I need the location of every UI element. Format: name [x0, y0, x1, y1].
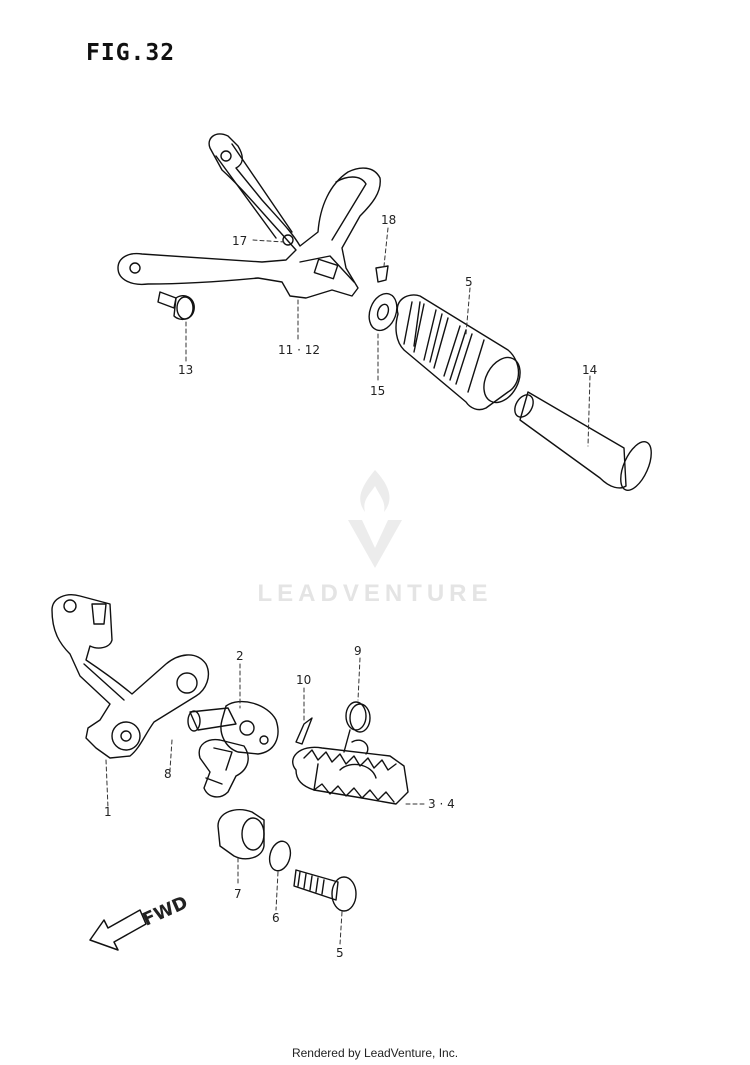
callout-1: 1	[104, 805, 112, 819]
footrest-pin-14	[514, 391, 652, 491]
callout-18: 18	[381, 213, 396, 227]
footer-credit: Rendered by LeadVenture, Inc.	[291, 1046, 459, 1060]
callout-5-lower: 5	[336, 946, 344, 960]
washer-6	[268, 840, 292, 872]
footrest-pivot-2	[187, 700, 279, 755]
spring-plate	[198, 738, 249, 798]
callout-13: 13	[178, 363, 193, 377]
bolt-13	[157, 291, 195, 321]
watermark-text: LEADVENTURE	[257, 580, 493, 607]
callout-6: 6	[272, 911, 280, 925]
callout-8: 8	[164, 767, 172, 781]
footrest-bracket-lower	[51, 594, 210, 759]
callout-3-4: 3 · 4	[428, 797, 455, 811]
spacer-7	[217, 808, 265, 860]
arrow-left-down-icon	[89, 909, 147, 951]
callout-11-12: 11 · 12	[278, 343, 320, 357]
watermark-logo	[348, 470, 402, 568]
leader-lines	[105, 227, 591, 945]
washer-15	[368, 292, 398, 332]
cotter-pin-lower	[295, 717, 313, 745]
cotter-pin-upper	[375, 265, 389, 283]
callout-10: 10	[296, 673, 311, 687]
direction-label: FWD	[139, 892, 191, 930]
callout-9: 9	[354, 644, 362, 658]
callout-15: 15	[370, 384, 385, 398]
footpeg-3-4	[292, 739, 409, 805]
footrest-rubber-upper	[395, 294, 521, 411]
figure-title: FIG.32	[86, 40, 176, 66]
bolt-lower	[293, 869, 357, 912]
spring-9	[343, 701, 371, 753]
callout-2: 2	[236, 649, 244, 663]
callout-7: 7	[234, 887, 242, 901]
callout-17: 17	[232, 234, 247, 248]
callout-14: 14	[582, 363, 597, 377]
callout-5-upper: 5	[465, 275, 473, 289]
footrest-bracket-upper	[117, 133, 381, 299]
